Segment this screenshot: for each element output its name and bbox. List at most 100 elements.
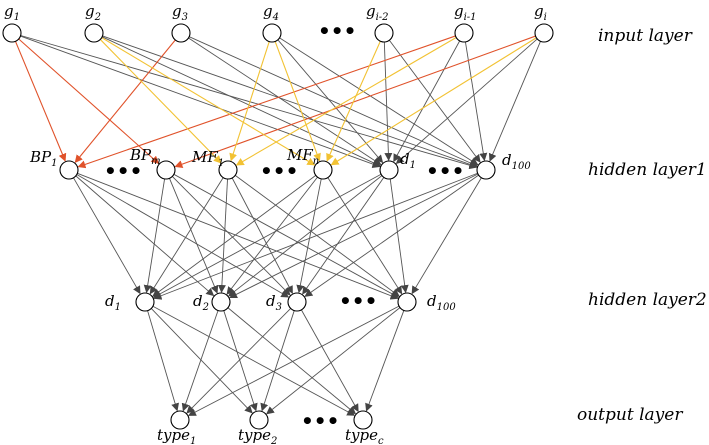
edge-h2d3-to-tc: [300, 309, 359, 413]
edge-mf1-to-h2d2: [217, 178, 228, 294]
label-h2-d1: d1: [105, 292, 121, 313]
hidden1-ellipsis-b: •••: [260, 159, 298, 183]
label-bp1: BP1: [29, 148, 58, 169]
edge-h2d1-to-tc: [152, 305, 356, 416]
edge-mfn-to-h2d3: [296, 178, 322, 294]
label-type1: type1: [157, 426, 196, 445]
label-h2-d100: d100: [427, 292, 456, 313]
hidden-layer1-label: hidden layer1: [588, 160, 707, 180]
edge-h2d2-to-t2: [223, 310, 258, 412]
label-gi-1: gi-1: [454, 2, 477, 23]
output-ellipsis: •••: [301, 409, 339, 433]
label-mf1: MF1: [191, 148, 224, 169]
edge-g2-to-h1d1: [101, 36, 381, 167]
node-bp1: [59, 160, 79, 180]
edge-g4-to-h1d100: [279, 37, 479, 166]
edge-g4-to-mf1: [229, 41, 270, 162]
hidden-layer2-label: hidden layer2: [588, 290, 707, 310]
label-typec: typec: [345, 426, 384, 445]
node-bpm: [156, 160, 176, 180]
node-mf1: [218, 160, 238, 180]
edge-h1d1-to-h2d1: [152, 173, 382, 298]
edge-g4-to-mfn: [274, 41, 321, 162]
label-bpm: BPm: [129, 146, 161, 167]
edge-h1d1-to-h2d2: [228, 175, 383, 297]
output-layer-label: output layer: [577, 405, 683, 425]
node-h2d2: [211, 292, 231, 312]
edge-bpm-to-h2d2: [169, 178, 219, 294]
edge-bpm-to-h2d1: [143, 178, 166, 294]
edge-mfn-to-h2d2: [226, 176, 318, 295]
edge-h2d100-to-tc: [365, 310, 405, 412]
edge-gi-to-h1d1: [395, 38, 538, 165]
edge-h1d1-to-h2d100: [389, 178, 409, 294]
edge-gi1-to-bp1: [77, 35, 456, 169]
node-g3: [171, 23, 191, 43]
network-nodes: [2, 23, 554, 430]
edge-gi1-to-h1d1: [393, 40, 461, 163]
edge-g1-to-bp1: [14, 41, 67, 162]
hidden1-ellipsis-a: •••: [104, 159, 142, 183]
node-g1: [2, 23, 22, 43]
node-gi: [534, 23, 554, 43]
connection-edges: [14, 35, 541, 416]
edge-g4-to-h1d1: [277, 39, 384, 164]
node-tc: [353, 410, 373, 430]
edge-h1d1-to-h2d3: [302, 177, 385, 295]
label-g2: g2: [85, 2, 101, 23]
edge-g1-to-h1d1: [20, 35, 381, 168]
hidden2-ellipsis: •••: [339, 289, 377, 313]
node-t2: [249, 410, 269, 430]
node-h2d3: [287, 292, 307, 312]
edge-g2-to-mfn: [101, 37, 316, 166]
edge-h2d3-to-t2: [260, 310, 295, 412]
edge-gi1-to-h1d100: [464, 41, 488, 162]
edge-h2d1-to-t2: [150, 308, 253, 414]
edge-bpm-to-h2d3: [172, 176, 291, 296]
edge-mf1-to-h2d3: [231, 177, 293, 295]
label-h1-d1: d1: [400, 150, 416, 171]
edge-g3-to-h1d100: [189, 36, 478, 167]
edge-bp1-to-h2d3: [76, 174, 290, 298]
edge-g3-to-h1d1: [188, 37, 382, 166]
edge-g2-to-h1d100: [102, 35, 478, 169]
label-mfn: MFn: [286, 146, 319, 167]
node-h2d1: [135, 292, 155, 312]
node-g4: [262, 23, 282, 43]
label-g4: g4: [263, 2, 279, 23]
edge-gi2-to-mfn: [326, 40, 381, 162]
node-h1d1: [379, 160, 399, 180]
label-h2-d3: d3: [266, 292, 282, 313]
node-h1d100: [476, 160, 496, 180]
input-layer-label: input layer: [598, 26, 693, 46]
edge-h1d100-to-h2d2: [229, 173, 479, 298]
edge-h2d1-to-t1: [147, 310, 180, 412]
edge-g3-to-bp1: [74, 39, 176, 164]
node-mfn: [313, 160, 333, 180]
node-gi2: [374, 23, 394, 43]
label-gi: gi: [534, 2, 547, 23]
edge-g1-to-h1d100: [20, 35, 478, 170]
edge-gi-to-mfn: [330, 37, 537, 166]
node-gi1: [454, 23, 474, 43]
label-g3: g3: [172, 2, 188, 23]
edge-bp1-to-h2d2: [75, 175, 215, 297]
edge-h1d100-to-h2d3: [304, 174, 479, 297]
label-h2-d2: d2: [193, 292, 209, 313]
edge-h1d100-to-h2d1: [153, 172, 478, 300]
node-t1: [170, 410, 190, 430]
edge-bp1-to-h2d100: [77, 172, 399, 300]
edge-gi-to-bpm: [174, 35, 536, 168]
edge-mf1-to-h2d1: [149, 177, 224, 295]
label-gi-2: gi-2: [366, 2, 389, 23]
edge-mfn-to-h2d100: [327, 177, 403, 295]
input-ellipsis: •••: [318, 19, 356, 43]
edge-mfn-to-h2d1: [152, 174, 317, 297]
hidden1-ellipsis-c: •••: [426, 159, 464, 183]
node-labels: g1 g2 g3 g4 gi-2 gi-1 gi ••• BP1 BPm MF1…: [4, 2, 547, 445]
node-h2d100: [397, 292, 417, 312]
label-type2: type2: [238, 426, 277, 445]
edge-gi1-to-mf1: [235, 37, 457, 166]
edge-bp1-to-h2d1: [73, 177, 141, 295]
